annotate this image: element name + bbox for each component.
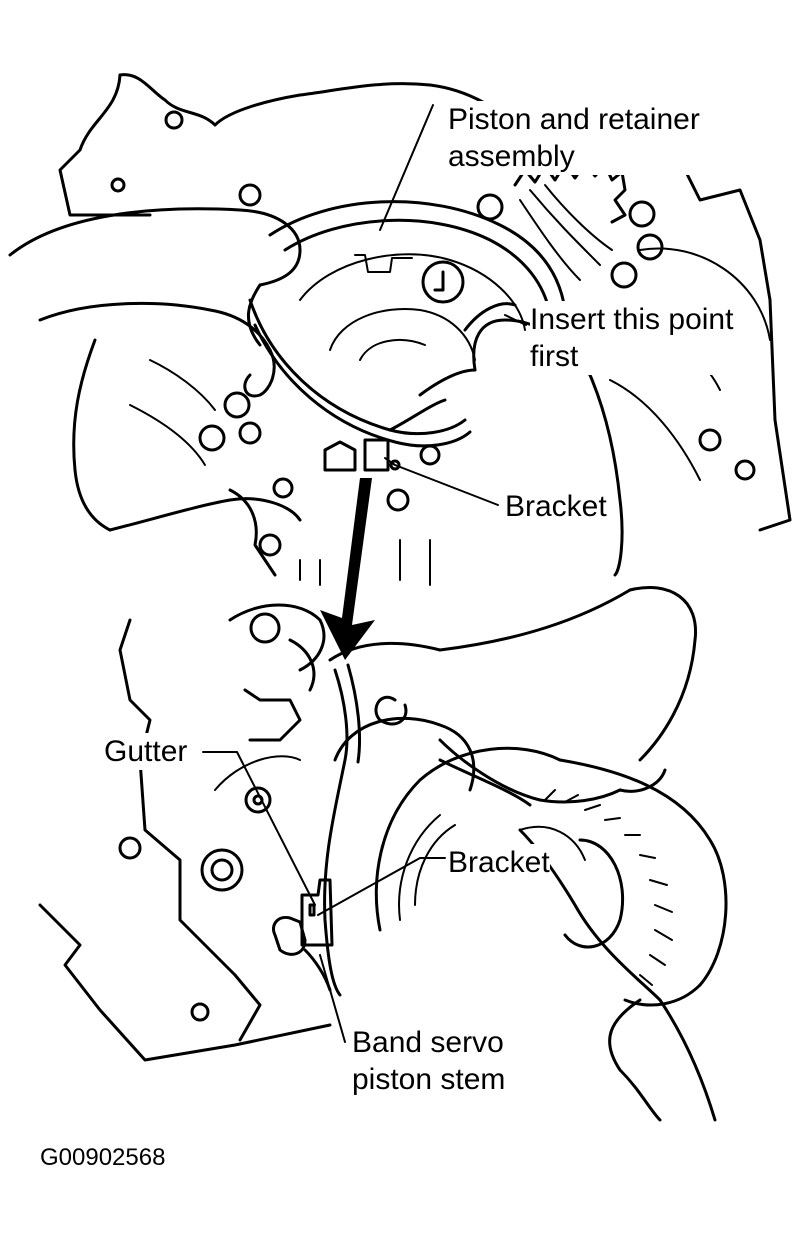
leaders-upper <box>379 104 527 506</box>
label-bracket-upper: Bracket <box>505 488 607 525</box>
label-band-servo: Band servo piston stem <box>352 1024 506 1098</box>
label-bracket-lower: Bracket <box>448 844 550 881</box>
hands-upper <box>8 207 624 577</box>
band-lower <box>272 663 361 997</box>
leaders-lower <box>202 751 446 1043</box>
down-arrow <box>320 478 375 660</box>
band-upper <box>198 298 472 586</box>
figure-id: G00902568 <box>40 1144 166 1171</box>
piston-retainer-ring <box>268 200 567 361</box>
label-insert-point: Insert this point first <box>530 301 734 375</box>
upper-case-housing <box>58 73 792 532</box>
gear-teeth <box>513 161 627 281</box>
lower-case-housing <box>38 603 332 1062</box>
label-piston-retainer: Piston and retainer assembly <box>448 101 700 175</box>
label-gutter: Gutter <box>104 733 188 770</box>
